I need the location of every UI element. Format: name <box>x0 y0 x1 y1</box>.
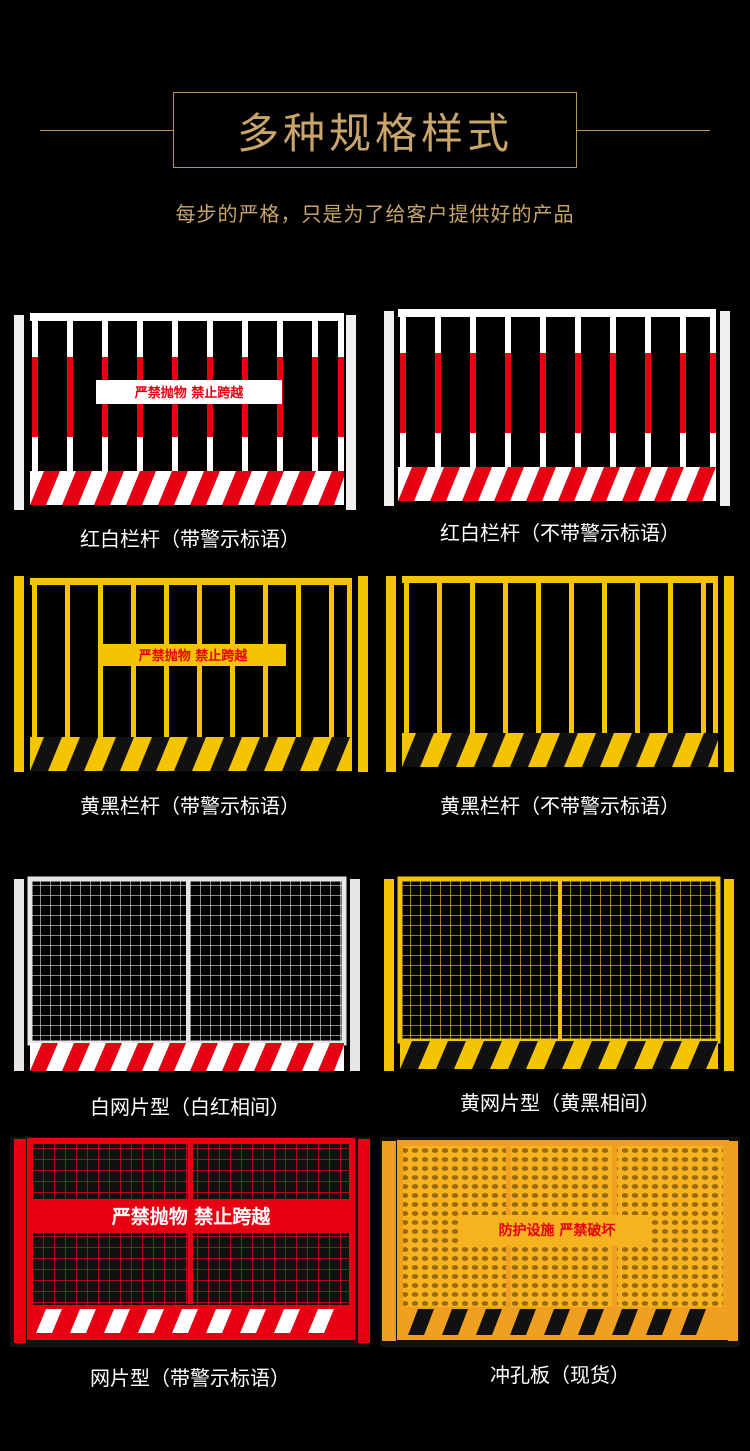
warning-stripes <box>408 1309 706 1335</box>
fence-bars <box>400 317 716 467</box>
title-rule-right <box>577 130 710 131</box>
page-title: 多种规格样式 <box>236 108 513 158</box>
product-caption: 白网片型（白红相间） <box>90 1095 290 1119</box>
warning-stripes <box>402 733 718 767</box>
product-caption: 黄黑栏杆（不带警示标语） <box>440 794 680 818</box>
product-image <box>380 875 740 1075</box>
product-caption: 红白栏杆（带警示标语） <box>80 527 300 551</box>
product-image <box>380 305 740 510</box>
warning-stripes <box>36 1309 334 1333</box>
warning-stripes <box>30 1043 344 1071</box>
page-subtitle: 每步的严格，只是为了给客户提供好的产品 <box>175 202 575 226</box>
warning-stripes <box>400 1041 718 1069</box>
product-image: 严禁抛物 禁止跨越 <box>10 305 370 510</box>
product-image: 严禁抛物 禁止跨越 <box>10 572 370 777</box>
product-image: 防护设施 严禁破坏 <box>380 1137 740 1347</box>
product-caption: 黄黑栏杆（带警示标语） <box>80 794 300 818</box>
warning-stripes <box>30 737 350 771</box>
product-image <box>380 572 740 777</box>
warning-sign: 防护设施 严禁破坏 <box>499 1222 616 1239</box>
title-box: 多种规格样式 <box>173 92 577 168</box>
warning-sign: 严禁抛物 禁止跨越 <box>134 385 245 401</box>
product-caption: 黄网片型（黄黑相间） <box>460 1091 660 1115</box>
product-caption: 冲孔板（现货） <box>490 1363 630 1387</box>
warning-sign: 严禁抛物 禁止跨越 <box>138 648 249 664</box>
product-image <box>10 875 370 1075</box>
fence-bars <box>404 583 718 733</box>
warning-stripes <box>398 467 716 501</box>
product-caption: 网片型（带警示标语） <box>90 1366 290 1390</box>
title-rule-left <box>40 130 173 131</box>
product-caption: 红白栏杆（不带警示标语） <box>440 521 680 545</box>
warning-stripes <box>30 471 344 505</box>
warning-sign: 严禁抛物 禁止跨越 <box>112 1205 272 1228</box>
product-image: 严禁抛物 禁止跨越 <box>10 1137 370 1347</box>
